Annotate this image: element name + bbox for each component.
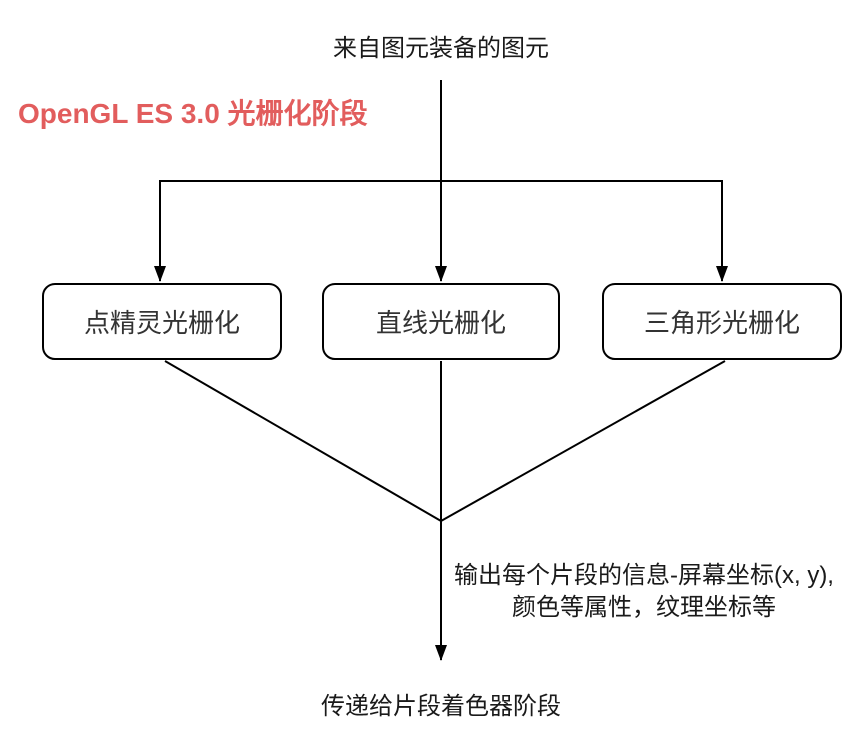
target-label: 传递给片段着色器阶段 [321, 693, 561, 720]
stage-title: OpenGL ES 3.0 光栅化阶段 [18, 98, 368, 129]
node-label: 三角形光栅化 [643, 308, 800, 338]
output-annotation: 输出每个片段的信息-屏幕坐标(x, y), 颜色等属性，纹理坐标等 [449, 560, 839, 624]
node-point-sprite-rasterization: 点精灵光栅化 [42, 283, 282, 360]
node-label: 直线光栅化 [375, 308, 506, 338]
connector-left-diagonal [164, 360, 442, 522]
output-annotation-line1: 输出每个片段的信息-屏幕坐标(x, y), [454, 562, 834, 589]
node-line-rasterization: 直线光栅化 [322, 283, 560, 360]
connector-right-diagonal [440, 360, 726, 522]
node-triangle-rasterization: 三角形光栅化 [602, 283, 842, 360]
output-annotation-line2: 颜色等属性，纹理坐标等 [512, 594, 776, 621]
node-label: 点精灵光栅化 [83, 308, 240, 338]
source-label: 来自图元装备的图元 [333, 35, 549, 62]
